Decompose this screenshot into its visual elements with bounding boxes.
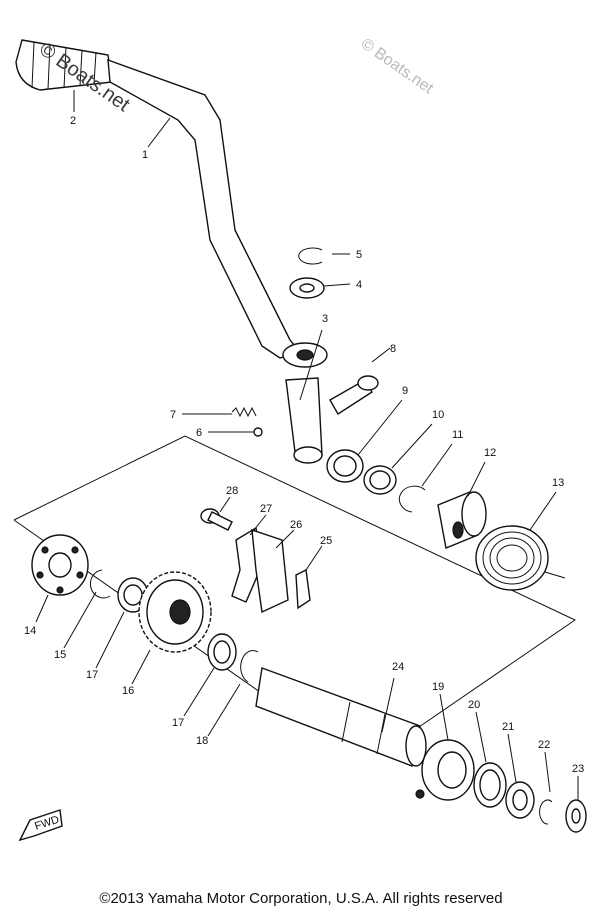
kick-gear-part-16 xyxy=(138,571,212,653)
callout-19: 19 xyxy=(432,681,444,693)
callout-20: 20 xyxy=(468,699,480,711)
callout-28: 28 xyxy=(226,485,238,497)
bolt-part-8 xyxy=(329,375,379,415)
callout-12: 12 xyxy=(484,447,496,459)
leader-lines xyxy=(35,90,579,800)
washer-part-10 xyxy=(363,465,397,495)
callout-3: 3 xyxy=(322,313,328,325)
callout-8: 8 xyxy=(390,343,396,355)
washer-part-23 xyxy=(565,799,587,833)
callout-21: 21 xyxy=(502,721,514,733)
callout-13: 13 xyxy=(552,477,564,489)
callout-27: 27 xyxy=(260,503,272,515)
callout-18: 18 xyxy=(196,735,208,747)
callout-24: 24 xyxy=(392,661,404,673)
callout-23: 23 xyxy=(572,763,584,775)
seal-part-20 xyxy=(473,762,507,808)
forward-arrow-icon: FWD xyxy=(18,809,63,842)
plate-part-14 xyxy=(31,534,89,596)
callout-25: 25 xyxy=(320,535,332,547)
spring-part-7 xyxy=(231,406,257,418)
callout-7: 7 xyxy=(170,409,176,421)
callout-16: 16 xyxy=(122,685,134,697)
kick-crank-arm-part xyxy=(107,58,328,464)
callout-26: 26 xyxy=(290,519,302,531)
watermark-secondary: © Boats.net xyxy=(358,35,437,97)
callout-9: 9 xyxy=(402,385,408,397)
circlip-part-15 xyxy=(90,569,111,599)
callout-22: 22 xyxy=(538,739,550,751)
oil-seal-part-9 xyxy=(326,449,364,483)
callout-labels: 2 1 5 4 3 8 7 6 9 10 11 12 13 28 27 26 2… xyxy=(24,115,584,775)
callout-10: 10 xyxy=(432,409,444,421)
callout-6: 6 xyxy=(196,427,202,439)
callout-1: 1 xyxy=(142,149,148,161)
circlip-part-22 xyxy=(539,799,553,825)
callout-15: 15 xyxy=(54,649,66,661)
callout-11: 11 xyxy=(452,429,463,441)
washer-part-4 xyxy=(289,277,325,299)
kick-shaft-part-24 xyxy=(255,667,427,767)
guide-part-26 xyxy=(251,528,289,614)
washer-part-17b xyxy=(207,633,237,671)
callout-2: 2 xyxy=(70,115,76,127)
return-spring-part-13 xyxy=(475,525,566,591)
callout-5: 5 xyxy=(356,249,362,261)
circlip-part-5 xyxy=(298,247,323,265)
clip-part-25 xyxy=(295,568,311,610)
callout-14: 14 xyxy=(24,625,36,637)
circlip-part-11 xyxy=(398,485,426,513)
circlip-part-18 xyxy=(240,650,259,683)
bolt-part-28 xyxy=(200,508,233,531)
washer-part-21 xyxy=(505,781,535,819)
copyright-footer: ©2013 Yamaha Motor Corporation, U.S.A. A… xyxy=(99,890,503,907)
callout-17-lower: 17 xyxy=(172,717,184,729)
ball-part-6 xyxy=(253,427,263,437)
holder-part-19 xyxy=(415,739,475,801)
kick-grip-part xyxy=(15,39,113,91)
callout-4: 4 xyxy=(356,279,362,291)
callout-17-upper: 17 xyxy=(86,669,98,681)
spacer-part-12 xyxy=(437,491,487,549)
